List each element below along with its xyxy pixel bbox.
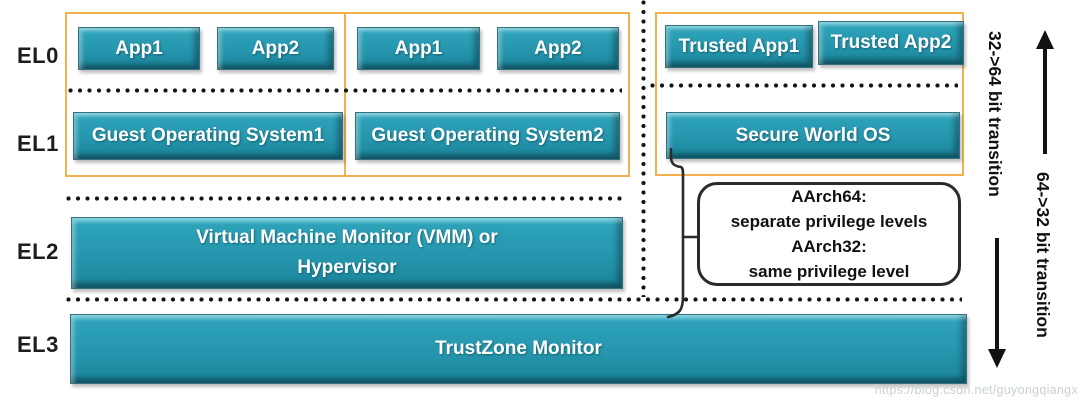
annotation-line-same: same privilege level: [748, 262, 910, 281]
el2-label: EL2: [17, 239, 59, 264]
vm1-app2-box: App2: [217, 27, 334, 70]
trusted-app2-box: Trusted App2: [818, 21, 964, 65]
trustzone-monitor-box: TrustZone Monitor: [70, 314, 967, 384]
el3-label: EL3: [17, 332, 59, 357]
hypervisor-line2: Hypervisor: [297, 257, 397, 278]
down-arrow-shaft: [995, 238, 999, 350]
up-arrow-icon: [1036, 30, 1054, 154]
transition-32-64-label: 32->64 bit transition: [985, 31, 1005, 197]
aarch-privilege-annotation: AArch64: separate privilege levels AArch…: [697, 182, 961, 286]
dotted-separator-el1-el2: [66, 196, 622, 201]
vm2-group-frame: [344, 12, 630, 177]
down-arrow-icon: [988, 238, 1006, 368]
down-arrow-head: [988, 349, 1006, 368]
hypervisor-box: Virtual Machine Monitor (VMM) or Hypervi…: [71, 217, 623, 289]
vm2-app2-box: App2: [497, 27, 619, 70]
vm2-app1-box: App1: [357, 27, 480, 70]
dotted-separator-el0-el1-normal: [68, 88, 622, 93]
vm1-app1-box: App1: [78, 27, 200, 70]
dotted-separator-el2-el3: [66, 297, 962, 302]
annotation-line-separate: separate privilege levels: [730, 212, 928, 231]
dotted-separator-el0-el1-secure: [650, 83, 958, 88]
annotation-line-aarch32: AArch32:: [791, 237, 867, 256]
el0-label: EL0: [17, 43, 59, 68]
secure-world-group-frame: [655, 12, 964, 176]
annotation-line-aarch64: AArch64:: [791, 187, 867, 206]
el1-label: EL1: [17, 131, 59, 156]
blog-watermark: https://blog.csdn.net/guyongqiangx: [874, 383, 1078, 397]
dotted-separator-normal-secure: [641, 0, 646, 297]
vm1-guest-os-box: Guest Operating System1: [73, 112, 343, 160]
vm2-guest-os-box: Guest Operating System2: [355, 112, 620, 160]
secure-world-os-box: Secure World OS: [666, 112, 960, 159]
up-arrow-shaft: [1043, 48, 1047, 154]
hypervisor-line1: Virtual Machine Monitor (VMM) or: [196, 227, 498, 248]
transition-64-32-label: 64->32 bit transition: [1033, 172, 1053, 338]
up-arrow-head: [1036, 30, 1054, 49]
trusted-app1-box: Trusted App1: [665, 25, 813, 68]
